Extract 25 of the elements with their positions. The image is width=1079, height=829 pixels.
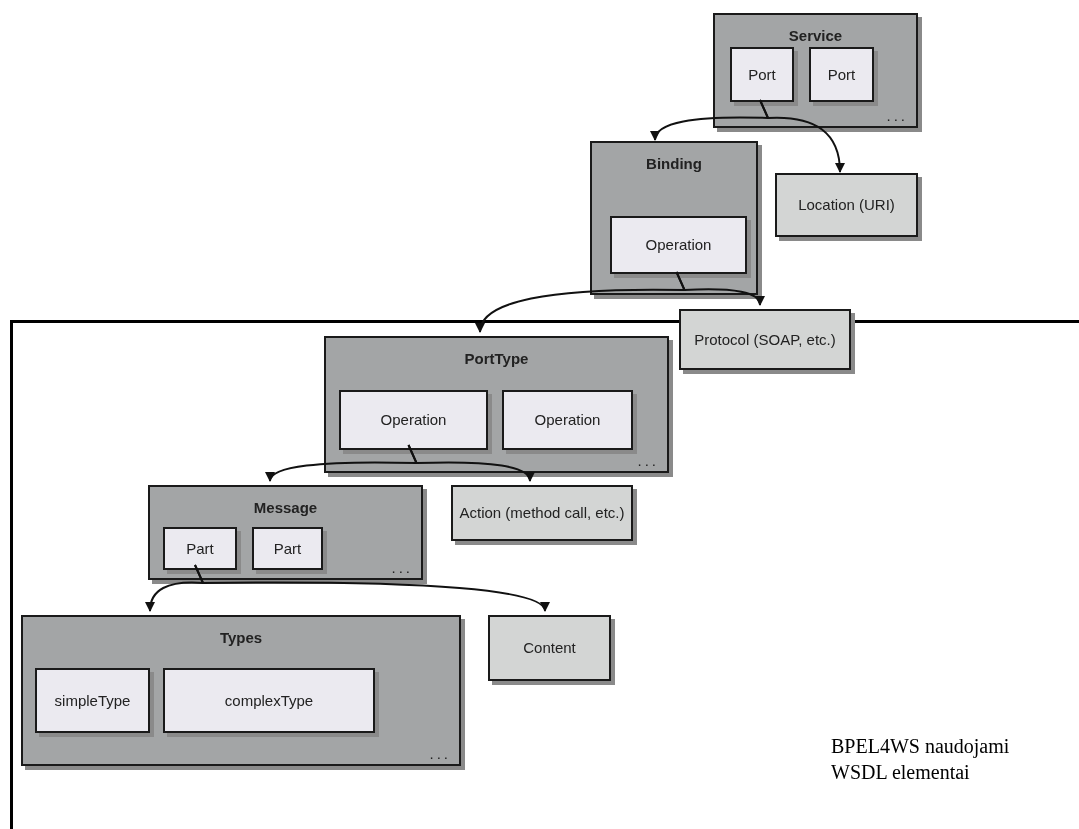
arrow [407,444,533,482]
element-label: Operation [644,236,713,254]
element-label: Part [272,539,303,558]
box-title: PortType [463,350,530,367]
arrow [675,271,764,306]
element-label: Content [522,639,577,657]
element-label: Part [185,539,215,558]
ellipsis: ... [886,107,908,124]
ellipsis: ... [637,452,659,469]
element-label: complexType [223,691,315,710]
element-label: Port [747,65,777,84]
element-label: Port [826,65,857,84]
arrow [759,99,845,173]
box-title: Service [787,27,844,44]
box-title: Message [252,499,319,516]
element-label: Operation [379,411,448,429]
ellipsis: ... [429,745,451,762]
box-title: Types [218,629,264,646]
note-text: BPEL4WS naudojami WSDL elementai [831,734,1011,785]
element-label: simpleType [53,691,132,710]
element-label: Action (method call, etc.) [458,504,626,522]
element-label: Location (URI) [797,196,896,214]
element-label: Operation [533,411,602,429]
element-label: Protocol (SOAP, etc.) [693,330,837,349]
box-title: Binding [645,155,703,172]
